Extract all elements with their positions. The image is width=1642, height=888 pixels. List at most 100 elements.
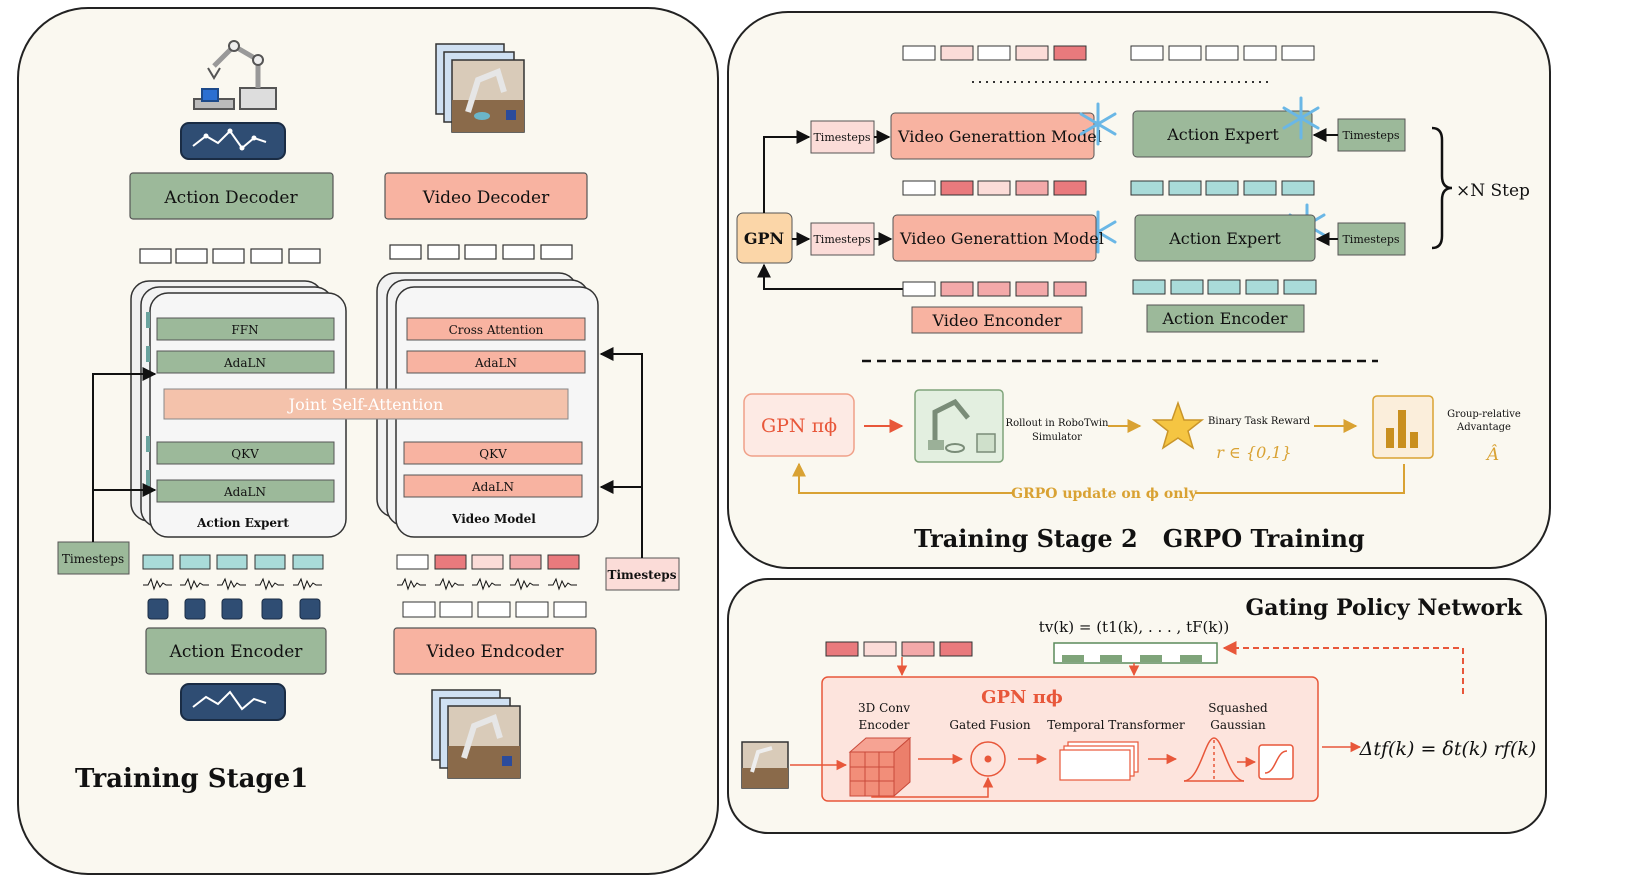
video-decoder-label: Video Decoder [422, 188, 550, 208]
reward-star-icon [1151, 400, 1205, 450]
qkv-video-box [403, 441, 583, 465]
video-encoder-s2-box [911, 306, 1083, 334]
video-latent-tokens [402, 601, 587, 618]
timesteps-s2-row2 [810, 222, 875, 256]
advantage-chart-icon [1372, 395, 1434, 459]
video-input-tokens [396, 554, 580, 570]
action-encoder-box [145, 627, 327, 675]
gated-fusion-label: Gated Fusion [949, 718, 1030, 732]
video-frames-icon [435, 43, 525, 133]
rollout-label-line1: Rollout in RoboTwin [1006, 418, 1109, 429]
timesteps-s2-row2-right-label: Timesteps [1342, 233, 1399, 246]
stage2-mid-tokens [902, 180, 1315, 196]
action-noise-signals [143, 577, 322, 591]
action-expert-s2-2-label: Action Expert [1168, 229, 1281, 248]
stage2-title: Training Stage 2 GRPO Training [914, 524, 1365, 553]
qkv-action-box [156, 441, 335, 465]
gating-title: Gating Policy Network [1246, 595, 1523, 621]
video-gen-model-2 [892, 214, 1097, 262]
advantage-symbol: Â [1485, 444, 1499, 465]
adaln-bottom-video-label: AdaLN [471, 480, 514, 494]
feedback-dashed-arrow [1222, 641, 1464, 694]
action-expert-s2-2 [1134, 214, 1316, 262]
robot-arm-icon [193, 40, 277, 110]
temporal-transformer-label: Temporal Transformer [1047, 718, 1185, 732]
timesteps-right-arrow-top [599, 347, 643, 558]
arrow-gpn-to-row1 [763, 130, 811, 213]
output-formula: Δtf(k) = δt(k) rf(k) [1359, 738, 1537, 760]
adaln-top-action-label: AdaLN [223, 356, 266, 370]
adaln-bottom-video-box [403, 474, 583, 498]
action-encoder-s2-box [1146, 304, 1305, 333]
gating-input-tokens [825, 641, 973, 657]
video-frames-icon-bottom [431, 689, 521, 779]
timesteps-left-arrow-top [92, 367, 157, 542]
timesteps-left-label: Timesteps [62, 552, 124, 566]
qkv-video-label: QKV [479, 447, 507, 461]
timesteps-s2-row1-label: Timesteps [813, 131, 870, 144]
video-decoder-box [384, 172, 588, 220]
action-input-tokens [142, 554, 324, 570]
video-encoder-s2-label: Video Enconder [931, 311, 1061, 330]
gpn-block-label: GPN πϕ [981, 687, 1063, 708]
video-model-label: Video Model [451, 512, 536, 526]
binary-reward-label: Binary Task Reward [1208, 416, 1311, 427]
stage1-title: Training Stage1 [75, 764, 308, 794]
stage1-panel [17, 7, 719, 875]
cross-attention-label: Cross Attention [449, 323, 544, 337]
video-gen-model-2-label: Video Generattion Model [899, 229, 1104, 248]
stage2-top-tokens [902, 45, 1315, 61]
adaln-bottom-action-box [156, 479, 335, 503]
timesteps-s2-row1-right-label: Timesteps [1342, 129, 1399, 142]
temporal-transformer-icon [1059, 741, 1139, 781]
gpn-block [821, 676, 1319, 802]
joint-self-attention-label: Joint Self-Attention [287, 395, 444, 414]
simulator-icon [914, 389, 1004, 463]
action-decoder-label: Action Decoder [163, 188, 298, 208]
action-expert-label: Action Expert [196, 516, 289, 530]
conv-encoder-label-line1: 3D Conv [858, 701, 910, 715]
adaln-top-action-box [156, 350, 335, 374]
arrow-tokens-to-gpn [757, 263, 903, 290]
action-encoder-label: Action Encoder [169, 642, 304, 662]
action-encoder-s2-label: Action Encoder [1161, 309, 1287, 328]
advantage-label-line1: Group-relative [1447, 409, 1521, 420]
adaln-top-video-label: AdaLN [474, 356, 517, 370]
video-output-tokens [389, 244, 573, 260]
qkv-action-label: QKV [231, 447, 259, 461]
adaln-top-video-box [406, 350, 586, 374]
squashed-gaussian-label-line2: Gaussian [1210, 718, 1266, 732]
gpn-policy-label: GPN πϕ [761, 415, 837, 437]
action-signal-icon [180, 122, 286, 160]
gaussian-curve-icon [1183, 737, 1245, 782]
timesteps-left-box [57, 541, 130, 575]
squashed-gaussian-label-line1: Squashed [1208, 701, 1268, 715]
action-mini-icons [147, 598, 321, 620]
reward-set-label: r ∈ {0,1} [1216, 443, 1291, 462]
timesteps-s2-row2-label: Timesteps [813, 233, 870, 246]
action-signal-icon-bottom [180, 683, 286, 721]
timesteps-right-label: Timesteps [608, 568, 677, 582]
video-noise-signals [397, 577, 577, 591]
grpo-update-label: GRPO update on ϕ only [1011, 486, 1198, 502]
ffn-label: FFN [231, 323, 258, 337]
action-decoder-box [129, 172, 334, 220]
conv-cube-icon [848, 736, 912, 798]
video-gen-model-1 [890, 112, 1095, 160]
conv-encoder-label-line2: Encoder [859, 718, 910, 732]
rollout-label-line2: Simulator [1032, 432, 1082, 443]
n-step-brace [1431, 126, 1453, 250]
video-encoder-label: Video Endcoder [425, 642, 564, 662]
cross-attention-box [406, 317, 586, 341]
timestep-vector-label: tv(k) = (t1(k), . . . , tF(k)) [1039, 618, 1229, 636]
tanh-squash-icon [1258, 744, 1294, 780]
action-expert-s2-1-label: Action Expert [1166, 125, 1279, 144]
arrow-skip-to-fusion [871, 776, 994, 798]
ffn-box [156, 317, 335, 341]
advantage-label-line2: Advantage [1456, 422, 1511, 433]
n-step-label: ×N Step [1456, 181, 1530, 201]
observation-frame-icon [741, 741, 789, 789]
stage2-bottom-tokens [902, 279, 1317, 297]
gated-fusion-icon [970, 741, 1006, 777]
